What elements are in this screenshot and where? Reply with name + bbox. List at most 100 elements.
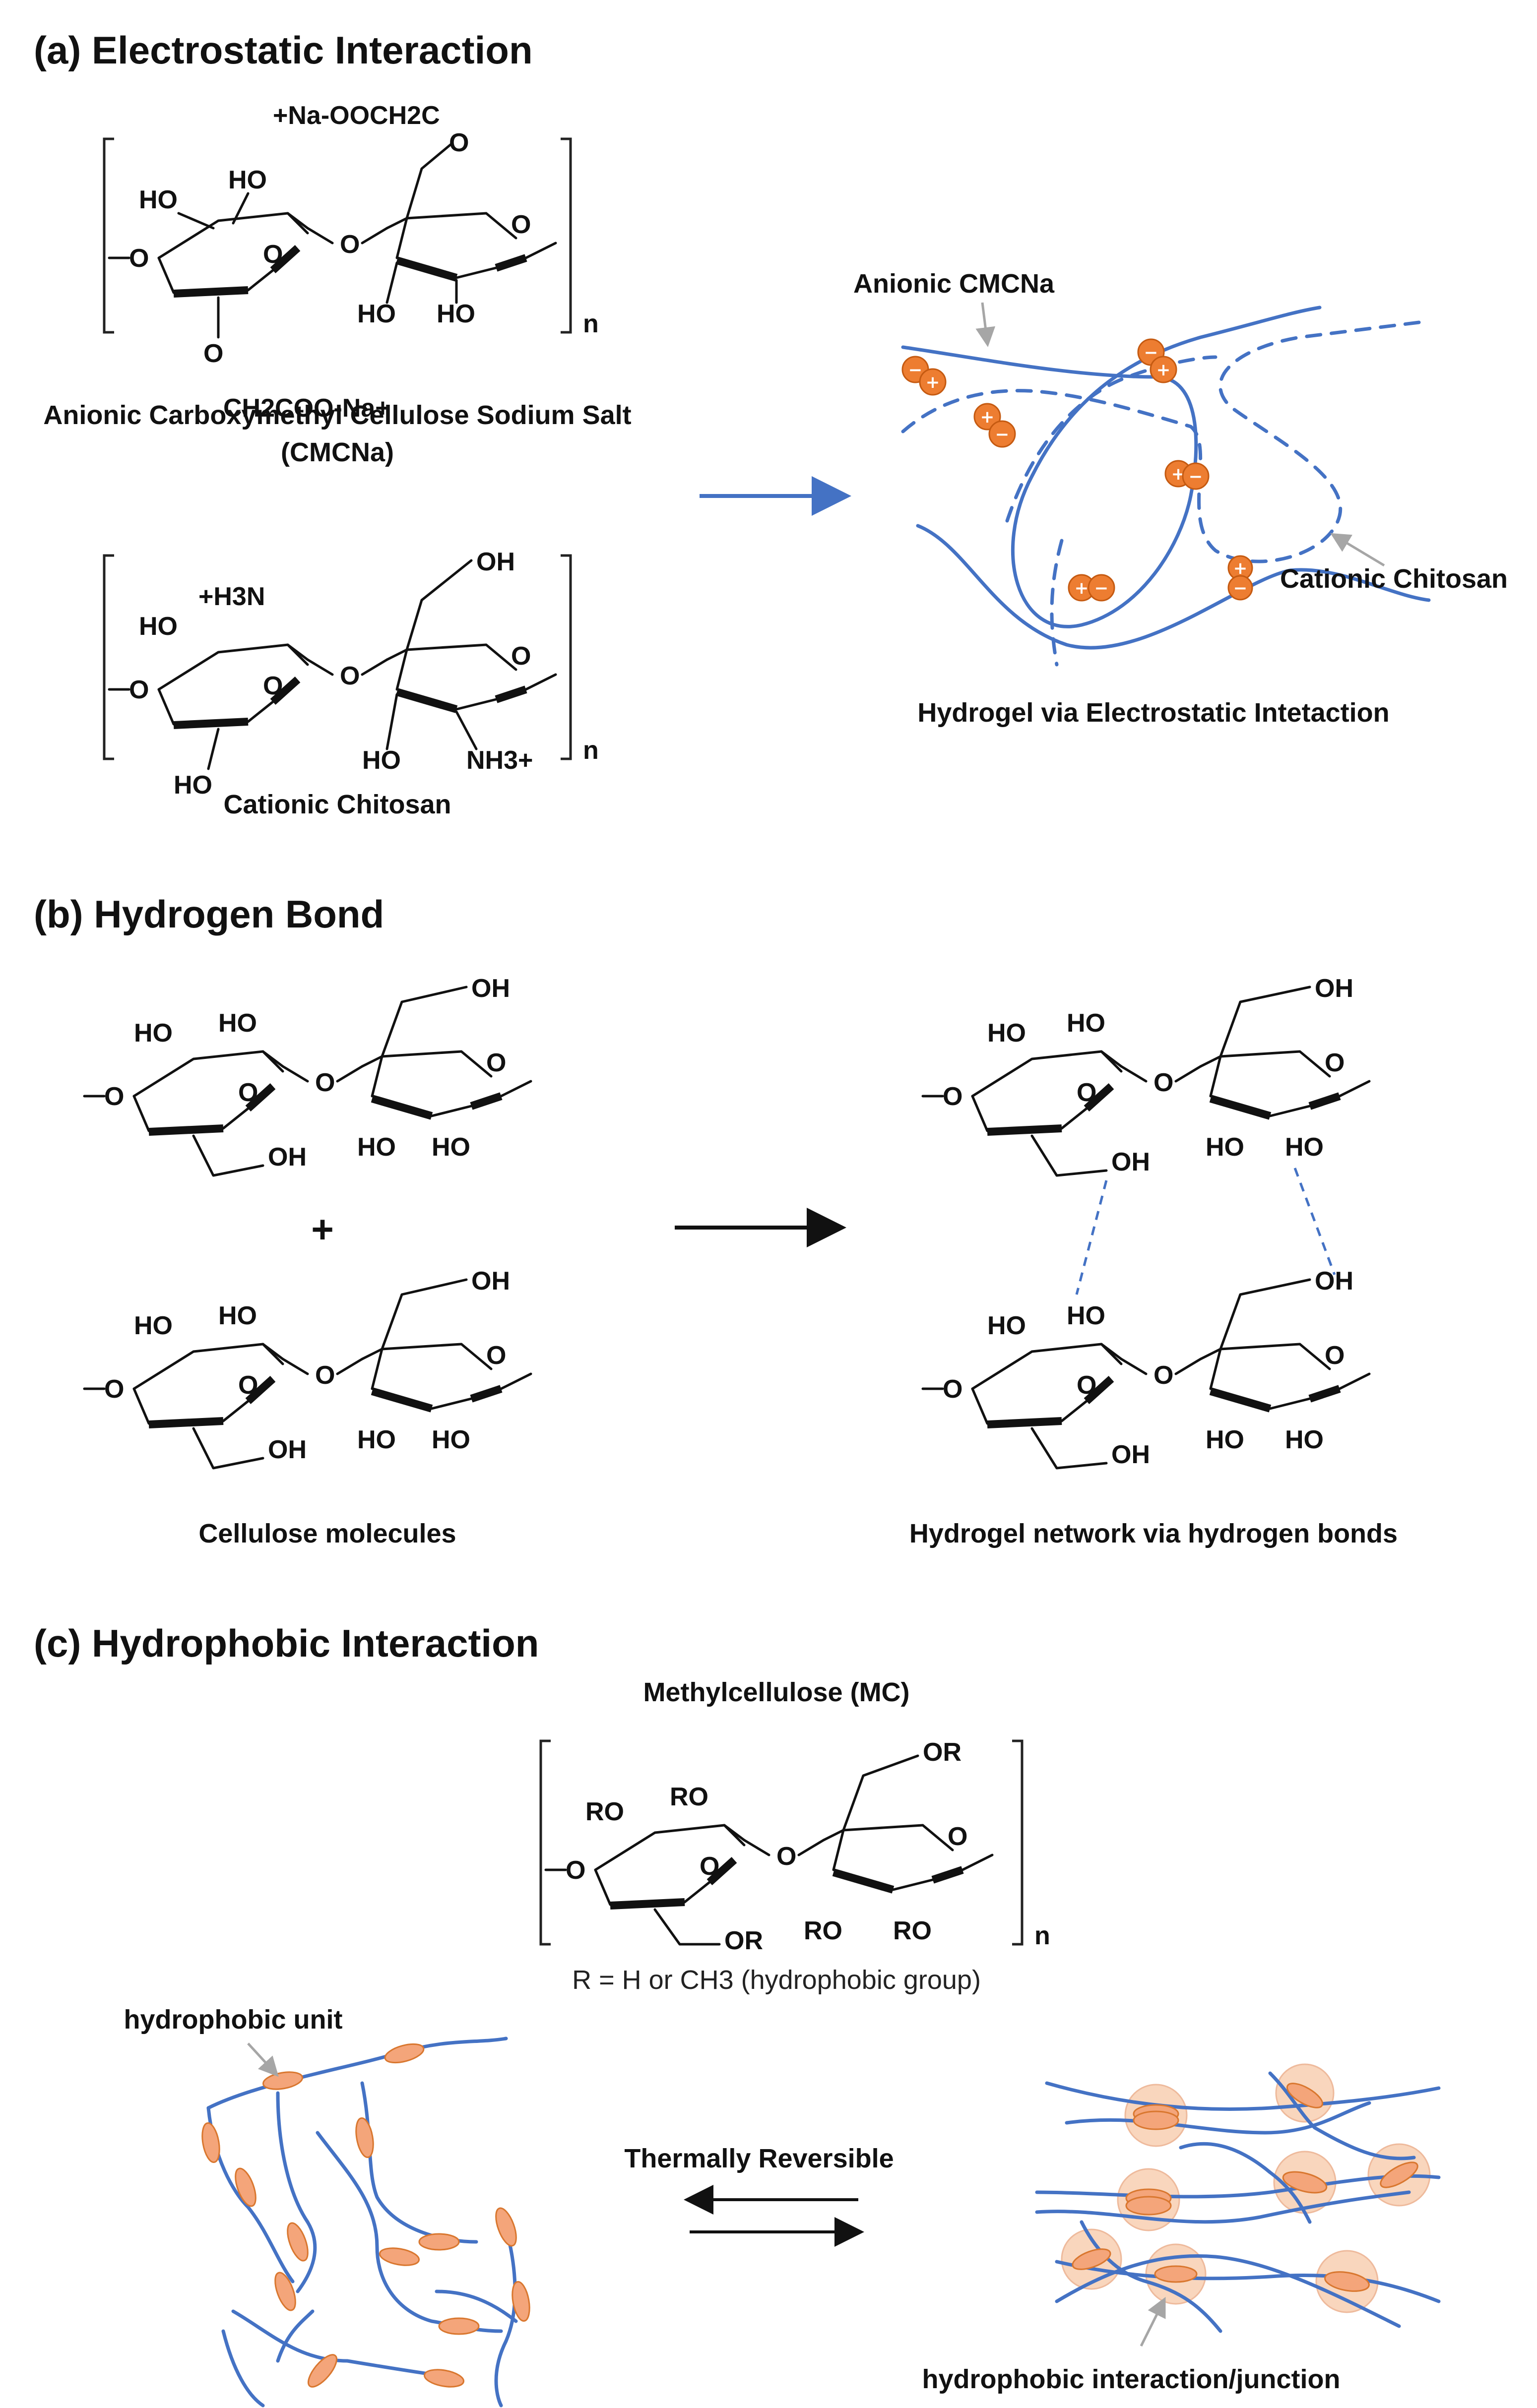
svg-text:−: − <box>1233 578 1248 598</box>
svg-text:+: + <box>1075 578 1089 598</box>
charge-pair-5: + − <box>1068 574 1115 602</box>
svg-text:O: O <box>1325 1049 1345 1077</box>
svg-text:O: O <box>1153 1068 1173 1097</box>
cmcna-pointer <box>975 302 996 347</box>
cmcna-label-line1: Anionic Carboxymethyl Cellulose Sodium S… <box>43 400 631 430</box>
svg-text:RO: RO <box>804 1916 842 1945</box>
svg-text:O: O <box>486 1341 506 1370</box>
svg-text:HO: HO <box>1067 1301 1105 1330</box>
cmcna-ring-o-1: O <box>263 240 283 269</box>
junction-pointer <box>1140 2297 1166 2347</box>
cmcna-o-left: O <box>129 244 149 273</box>
hbond-molecule-2: O O O O HO HO HO HO OH OH <box>923 1267 1369 1470</box>
svg-text:HO: HO <box>1285 1133 1324 1162</box>
svg-text:HO: HO <box>1206 1133 1244 1162</box>
svg-text:O: O <box>1077 1078 1096 1107</box>
network-label-chitosan: Cationic Chitosan <box>1280 564 1508 594</box>
svg-text:RO: RO <box>670 1783 708 1811</box>
svg-text:O: O <box>104 1375 124 1404</box>
cellulose-caption: Cellulose molecules <box>198 1519 456 1548</box>
reversible-label: Thermally Reversible <box>624 2144 894 2173</box>
svg-text:O: O <box>238 1078 258 1107</box>
unit-pointer <box>247 2042 279 2077</box>
chitosan-repeat-n: n <box>583 736 599 765</box>
svg-text:HO: HO <box>134 1311 173 1340</box>
mc-structure: n O O O O RO RO RO RO OR OR <box>539 1738 1050 1955</box>
svg-text:OH: OH <box>268 1143 307 1172</box>
r-definition: R = H or CH3 (hydrophobic group) <box>572 1965 981 1995</box>
cmcna-top-o: O <box>449 128 469 157</box>
svg-text:OH: OH <box>1315 1267 1353 1296</box>
svg-text:O: O <box>1077 1371 1096 1400</box>
svg-text:O: O <box>776 1842 796 1871</box>
charge-pair-2: + − <box>973 403 1016 448</box>
svg-text:−: − <box>1189 467 1203 487</box>
cmcna-label-line2: (CMCNa) <box>281 437 394 467</box>
chitosan-o-left: O <box>129 676 149 704</box>
chitosan-nh3: NH3+ <box>466 746 533 775</box>
svg-text:HO: HO <box>432 1425 470 1454</box>
hydrophobic-unit-label: hydrophobic unit <box>124 2005 343 2035</box>
svg-text:HO: HO <box>987 1019 1026 1048</box>
mc-chains-dispersed <box>201 2037 530 2408</box>
network-caption: Hydrogel via Electrostatic Intetaction <box>917 698 1389 728</box>
svg-text:OH: OH <box>1111 1148 1150 1176</box>
cmcna-ho-4: HO <box>437 300 475 328</box>
svg-text:HO: HO <box>987 1311 1026 1340</box>
chitosan-o-bridge: O <box>340 662 360 690</box>
cmcna-top-group: +Na-OOCH2C <box>273 101 440 130</box>
chitosan-ho-1: HO <box>139 612 178 641</box>
hydrogen-bond-2 <box>1293 1168 1336 1275</box>
svg-text:RO: RO <box>893 1916 932 1945</box>
svg-text:HO: HO <box>134 1019 173 1048</box>
svg-text:O: O <box>238 1371 258 1400</box>
cmcna-structure: n O O HO HO O O HO HO O O +Na-OOCH2C CH2… <box>103 101 599 423</box>
junction-label: hydrophobic interaction/junction <box>922 2364 1341 2394</box>
plus-sign: + <box>311 1207 334 1251</box>
svg-text:+: + <box>980 407 995 427</box>
svg-text:O: O <box>486 1049 506 1077</box>
cmcna-ho-1: HO <box>139 185 178 214</box>
cmcna-repeat-n: n <box>583 309 599 338</box>
svg-text:+: + <box>1156 360 1171 380</box>
svg-text:OR: OR <box>923 1738 961 1767</box>
chitosan-label: Cationic Chitosan <box>223 790 451 819</box>
svg-text:HO: HO <box>1206 1425 1244 1454</box>
hydrogen-bond-1 <box>1075 1180 1108 1295</box>
svg-text:OR: OR <box>724 1926 763 1955</box>
svg-text:−: − <box>1094 578 1109 598</box>
electrostatic-network: − + + − − + + − + − + − <box>901 302 1431 667</box>
section-a-heading: (a) Electrostatic Interaction <box>34 28 533 72</box>
svg-text:O: O <box>700 1852 719 1881</box>
svg-text:OH: OH <box>471 974 510 1003</box>
svg-text:HO: HO <box>432 1133 470 1162</box>
chitosan-ring-o-2: O <box>511 642 531 671</box>
cmcna-ho-3: HO <box>357 300 396 328</box>
svg-text:OH: OH <box>268 1435 307 1464</box>
svg-text:O: O <box>315 1068 335 1097</box>
svg-text:HO: HO <box>1285 1425 1324 1454</box>
section-b-heading: (b) Hydrogen Bond <box>34 892 384 936</box>
svg-text:−: − <box>995 425 1010 444</box>
charge-pair-3: − + <box>1137 338 1177 383</box>
chitosan-ring-o-1: O <box>263 672 283 700</box>
svg-text:HO: HO <box>218 1009 257 1038</box>
network-label-cmcna: Anionic CMCNa <box>853 269 1055 299</box>
svg-text:OH: OH <box>1315 974 1353 1003</box>
svg-text:O: O <box>943 1375 962 1404</box>
svg-text:OH: OH <box>471 1267 510 1296</box>
svg-text:RO: RO <box>585 1797 624 1826</box>
cmcna-bottom-group: CH2COO-Na+ <box>223 394 390 423</box>
mc-repeat-n: n <box>1034 1921 1050 1950</box>
svg-text:−: − <box>908 360 923 380</box>
svg-text:HO: HO <box>218 1301 257 1330</box>
mc-gel-network <box>1035 2063 1441 2347</box>
cmcna-bottom-o: O <box>203 339 223 368</box>
chitosan-pointer <box>1330 533 1385 567</box>
svg-text:+: + <box>926 372 940 392</box>
section-c-heading: (c) Hydrophobic Interaction <box>34 1621 539 1665</box>
cmcna-ring-o-2: O <box>511 210 531 239</box>
svg-text:O: O <box>104 1082 124 1111</box>
svg-text:HO: HO <box>357 1425 396 1454</box>
